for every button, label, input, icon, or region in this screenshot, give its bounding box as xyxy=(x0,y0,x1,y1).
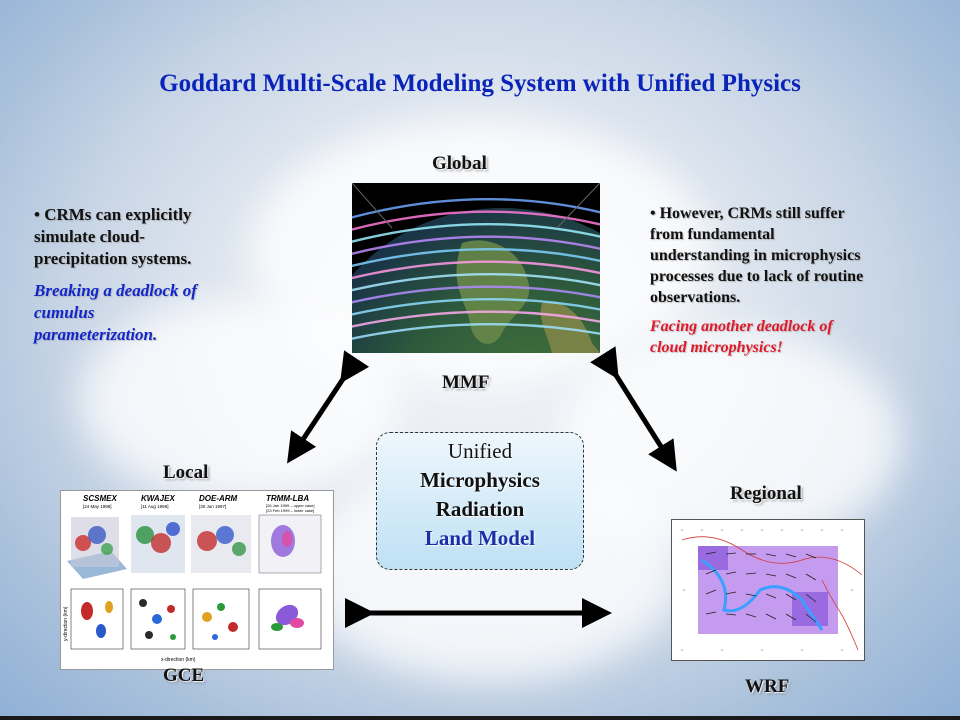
right-bullet-line-4: processes due to lack of routine xyxy=(650,268,864,285)
mmf-label: MMF xyxy=(442,372,490,393)
microphysics-label: Microphysics xyxy=(420,468,540,492)
arrow-global-regional xyxy=(590,346,677,472)
gce-date-1: [24 May 1998] xyxy=(83,504,112,509)
gce-date-2: [11 Aug 1999] xyxy=(141,504,168,509)
gce-header-2: KWAJEX xyxy=(141,494,175,503)
gce-header-4: TRMM-LBA xyxy=(266,494,309,503)
left-bullet-line-2: simulate cloud- xyxy=(34,227,145,246)
global-mmf-image xyxy=(352,183,600,353)
gce-date-3: [30 Jun 1997] xyxy=(199,504,226,509)
gce-simulation-image: SCSMEX KWAJEX DOE-ARM TRMM-LBA [24 May 1… xyxy=(60,490,334,670)
left-bullet-line-1: • CRMs can explicitly xyxy=(34,205,192,224)
gce-label: GCE xyxy=(163,665,205,686)
local-label: Local xyxy=(163,462,209,483)
unified-physics-box: Unified Microphysics Radiation Land Mode… xyxy=(376,432,584,570)
wrf-label: WRF xyxy=(745,676,790,697)
right-bullet-line-3: understanding in microphysics xyxy=(650,247,861,264)
global-label: Global xyxy=(432,153,487,174)
gce-ylabel: y-direction (km) xyxy=(63,606,69,641)
slide-title: Goddard Multi-Scale Modeling System with… xyxy=(159,70,801,97)
regional-label: Regional xyxy=(730,483,802,504)
arrow-global-local xyxy=(287,350,370,464)
left-emphasis-line-1: Breaking a deadlock of xyxy=(34,281,197,300)
right-text-block: • However, CRMs still suffer from fundam… xyxy=(650,203,940,358)
left-emphasis-line-3: parameterization. xyxy=(34,325,158,344)
left-emphasis-line-2: cumulus xyxy=(34,303,95,322)
right-bullet-line-5: observations. xyxy=(650,289,741,306)
left-bullet-line-3: precipitation systems. xyxy=(34,249,192,268)
left-text-block: • CRMs can explicitly simulate cloud- pr… xyxy=(34,204,274,346)
right-bullet-line-2: from fundamental xyxy=(650,226,775,243)
right-bullet-line-1: • However, CRMs still suffer xyxy=(650,205,845,222)
right-emphasis-line-2: cloud microphysics! xyxy=(650,339,783,356)
right-emphasis-line-1: Facing another deadlock of xyxy=(650,318,833,335)
gce-header-1: SCSMEX xyxy=(83,494,117,503)
radiation-label: Radiation xyxy=(435,497,525,521)
gce-header-3: DOE-ARM xyxy=(199,494,238,503)
land-model-label: Land Model xyxy=(424,526,536,550)
unified-label: Unified xyxy=(447,439,513,463)
wrf-regional-image xyxy=(671,519,865,661)
gce-xlabel: x-direction (km) xyxy=(161,657,196,663)
gce-date-4: [26 Jan 1999 – upper case] xyxy=(266,503,314,508)
gce-date-5: [23 Feb 1999 – lower case] xyxy=(266,508,314,513)
bottom-divider xyxy=(0,716,960,720)
